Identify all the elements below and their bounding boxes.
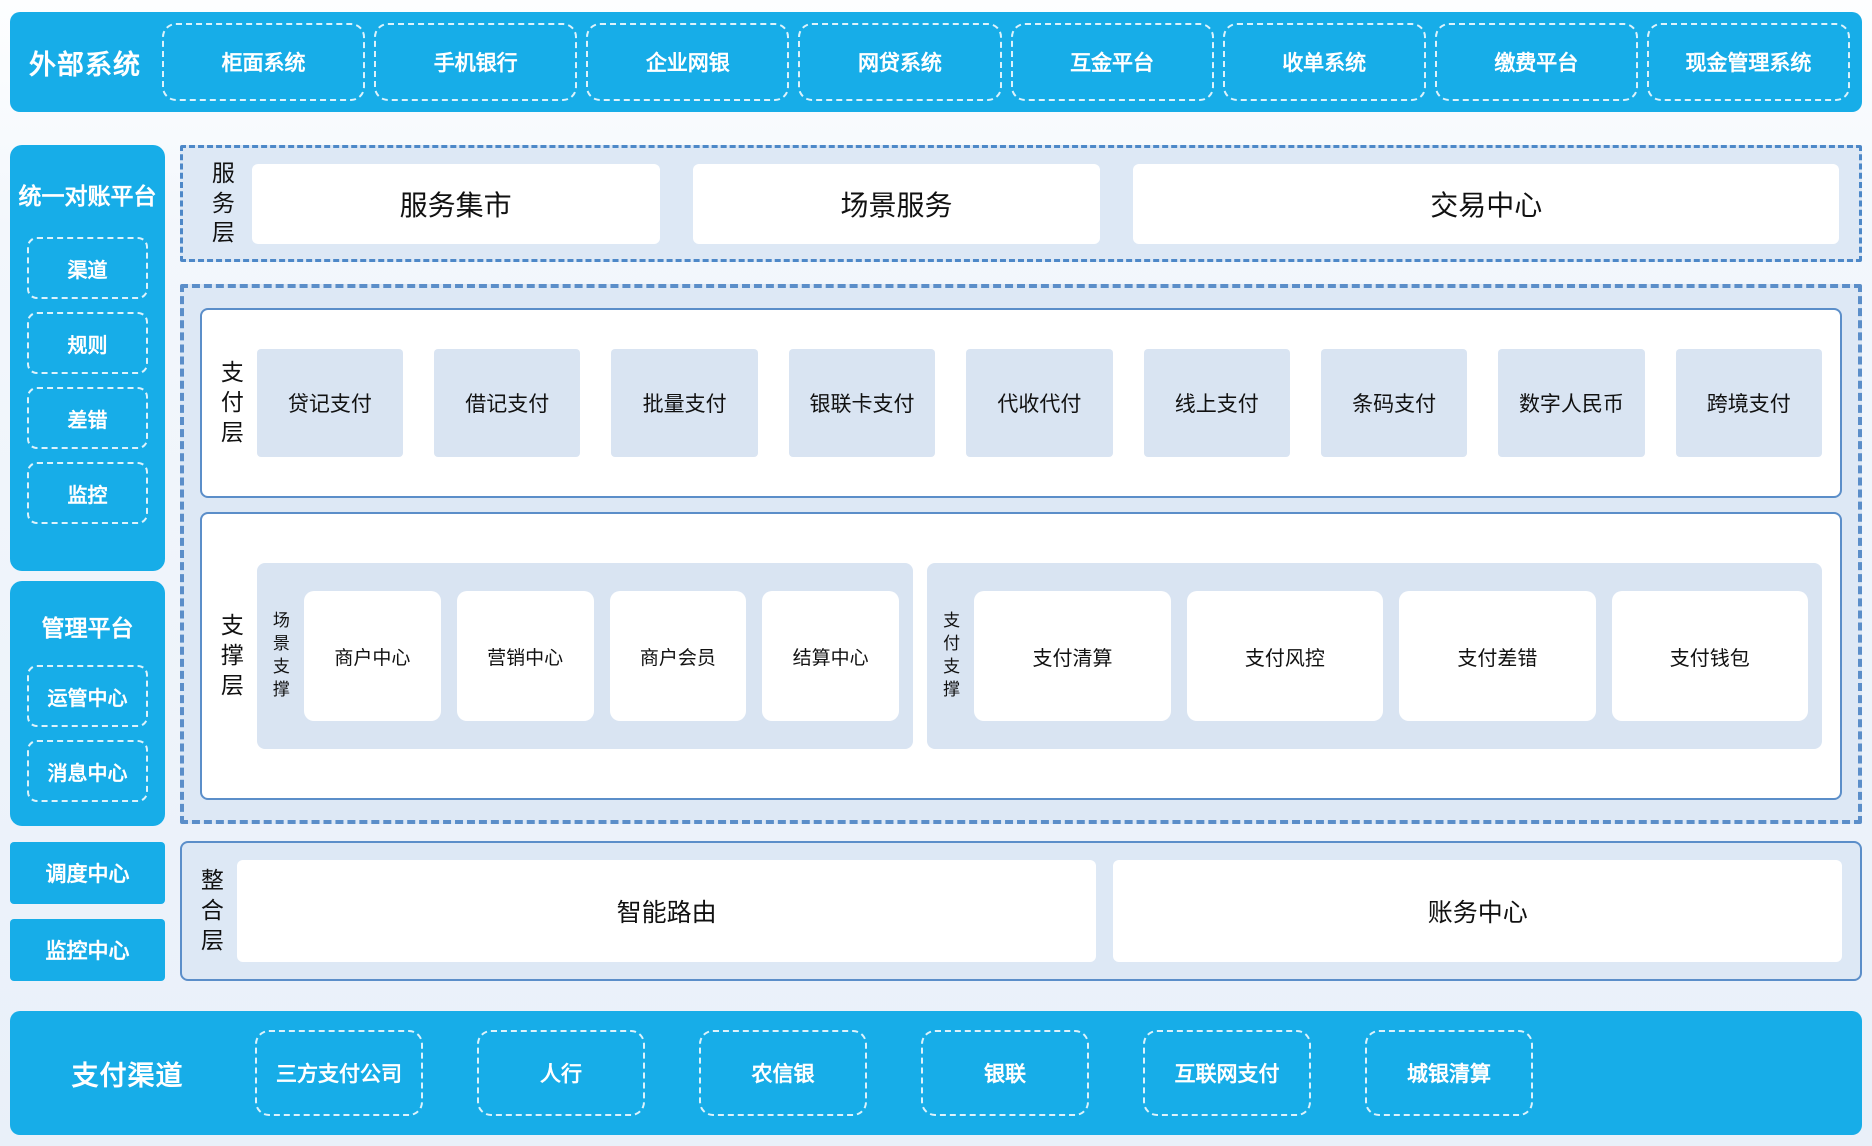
scene-support-item: 营销中心 xyxy=(456,591,594,721)
management-platform-title: 管理平台 xyxy=(41,615,134,642)
external-systems-items: 柜面系统 手机银行 企业网银 网贷系统 互金平台 收单系统 缴费平台 现金管理系… xyxy=(160,12,1862,112)
service-box: 服务集市 xyxy=(251,163,660,244)
payment-item: 贷记支付 xyxy=(256,349,404,457)
payment-support-label: 支付支撑 xyxy=(943,611,961,699)
service-box: 场景服务 xyxy=(692,163,1101,244)
support-layer-groups: 场景支撑 商户中心 营销中心 商户会员 结算中心 支付支撑 支付清算 xyxy=(256,528,1822,784)
support-layer-label: 支撑层 xyxy=(220,612,244,698)
scene-support-label: 场景支撑 xyxy=(272,611,290,699)
payment-support-item: 支付清算 xyxy=(974,591,1171,721)
payment-support-group: 支付支撑 支付清算 支付风控 支付差错 支付钱包 xyxy=(927,563,1822,749)
reconciliation-item: 渠道 xyxy=(27,237,148,299)
external-system-box: 收单系统 xyxy=(1222,23,1426,101)
scene-support-items: 商户中心 营销中心 商户会员 结算中心 xyxy=(304,577,899,735)
payment-channels-items: 三方支付公司 人行 农信银 银联 互联网支付 城银清算 xyxy=(245,1011,1862,1135)
payment-support-item: 支付差错 xyxy=(1399,591,1596,721)
payment-channel-box: 人行 xyxy=(477,1030,645,1116)
payment-support-item: 支付钱包 xyxy=(1611,591,1808,721)
dispatch-center-box: 调度中心 xyxy=(10,842,165,905)
integration-box: 智能路由 xyxy=(236,860,1097,962)
external-system-box: 网贷系统 xyxy=(798,23,1002,101)
payment-support-item: 支付风控 xyxy=(1186,591,1384,721)
payment-item: 线上支付 xyxy=(1143,349,1290,457)
payment-channel-box: 银联 xyxy=(921,1030,1089,1116)
main-column: 服务层 服务集市 场景服务 交易中心 支付层 贷记支付 借记支付 批量支付 银联… xyxy=(180,145,1862,981)
payment-layer-items: 贷记支付 借记支付 批量支付 银联卡支付 代收代付 线上支付 条码支付 数字人民… xyxy=(256,349,1822,457)
external-system-box: 企业网银 xyxy=(586,23,790,101)
scene-support-item: 商户中心 xyxy=(304,591,441,721)
external-systems-bar: 外部系统 柜面系统 手机银行 企业网银 网贷系统 互金平台 收单系统 缴费平台 … xyxy=(10,12,1862,112)
service-layer-items: 服务集市 场景服务 交易中心 xyxy=(251,158,1839,249)
service-box: 交易中心 xyxy=(1133,163,1839,244)
external-system-box: 现金管理系统 xyxy=(1646,23,1850,101)
payment-channels-bar: 支付渠道 三方支付公司 人行 农信银 银联 互联网支付 城银清算 xyxy=(10,1011,1862,1135)
payment-item: 跨境支付 xyxy=(1675,349,1822,457)
payment-channel-box: 农信银 xyxy=(699,1030,867,1116)
payment-item: 数字人民币 xyxy=(1498,349,1645,457)
reconciliation-platform-panel: 统一对账平台 渠道 规则 差错 监控 xyxy=(10,145,165,572)
external-system-box: 互金平台 xyxy=(1010,23,1214,101)
scene-support-group: 场景支撑 商户中心 营销中心 商户会员 结算中心 xyxy=(256,563,913,749)
left-column: 统一对账平台 渠道 规则 差错 监控 管理平台 运管中心 消息中心 调度中心 监… xyxy=(10,145,165,981)
management-platform-panel: 管理平台 运管中心 消息中心 xyxy=(10,581,165,827)
integration-layer-container: 整合层 智能路由 账务中心 xyxy=(180,841,1862,981)
scene-support-item: 商户会员 xyxy=(609,591,747,721)
payment-channel-box: 互联网支付 xyxy=(1143,1030,1311,1116)
management-item: 消息中心 xyxy=(27,740,148,803)
payment-item: 银联卡支付 xyxy=(788,349,936,457)
payment-item: 条码支付 xyxy=(1320,349,1468,457)
diagram-body: 统一对账平台 渠道 规则 差错 监控 管理平台 运管中心 消息中心 调度中心 监… xyxy=(10,145,1862,981)
payment-layer-label: 支付层 xyxy=(220,359,244,445)
payment-support-items: 支付清算 支付风控 支付差错 支付钱包 xyxy=(974,577,1808,735)
external-systems-title: 外部系统 xyxy=(29,49,141,80)
payment-item: 批量支付 xyxy=(611,349,758,457)
core-layers-container: 支付层 贷记支付 借记支付 批量支付 银联卡支付 代收代付 线上支付 条码支付 … xyxy=(180,284,1862,824)
service-layer-label: 服务层 xyxy=(211,159,235,246)
support-layer-container: 支撑层 场景支撑 商户中心 营销中心 商户会员 结算中心 xyxy=(200,512,1842,800)
payment-channels-title: 支付渠道 xyxy=(71,1060,184,1091)
integration-box: 账务中心 xyxy=(1113,860,1842,962)
reconciliation-item: 差错 xyxy=(27,387,148,449)
integration-layer-items: 智能路由 账务中心 xyxy=(236,860,1842,962)
scene-support-item: 结算中心 xyxy=(762,591,899,721)
management-item: 运管中心 xyxy=(27,665,148,728)
payment-item: 代收代付 xyxy=(966,349,1113,457)
external-system-box: 柜面系统 xyxy=(162,23,366,101)
payment-layer-container: 支付层 贷记支付 借记支付 批量支付 银联卡支付 代收代付 线上支付 条码支付 … xyxy=(200,308,1842,498)
payment-item: 借记支付 xyxy=(434,349,581,457)
integration-layer-label: 整合层 xyxy=(200,867,224,953)
external-system-box: 缴费平台 xyxy=(1434,23,1638,101)
reconciliation-platform-title: 统一对账平台 xyxy=(18,183,157,209)
external-system-box: 手机银行 xyxy=(374,23,578,101)
monitor-center-box: 监控中心 xyxy=(10,919,165,981)
payment-channel-box: 城银清算 xyxy=(1365,1030,1533,1116)
reconciliation-item: 规则 xyxy=(27,312,148,374)
reconciliation-item: 监控 xyxy=(27,462,148,524)
service-layer-container: 服务层 服务集市 场景服务 交易中心 xyxy=(180,145,1862,262)
payment-channel-box: 三方支付公司 xyxy=(255,1030,423,1116)
